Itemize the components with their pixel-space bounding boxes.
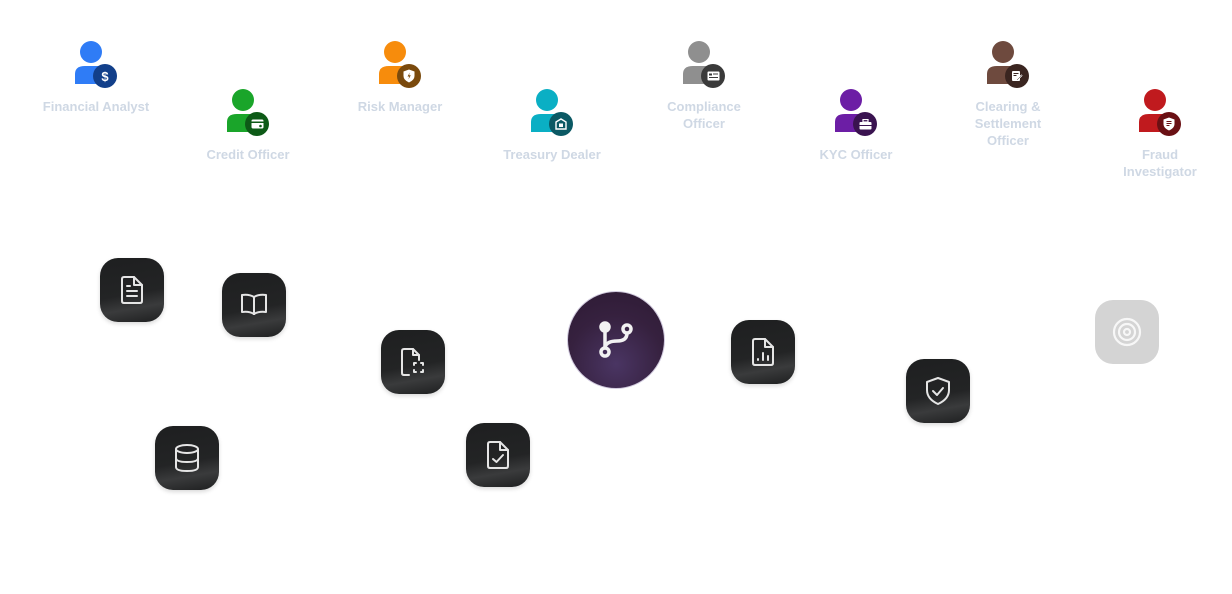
avatar [375,40,425,90]
bank-icon [549,112,573,136]
persona-label: KYC Officer [819,147,893,162]
tool-database[interactable] [155,426,219,490]
persona-label: Credit Officer [206,147,290,162]
persona-clearing-settlement-officer[interactable]: Clearing & Settlement Officer [943,40,1073,149]
persona-label: Fraud Investigator [1123,147,1197,179]
shield-doc-icon [1157,112,1181,136]
persona-credit-officer[interactable]: Credit Officer [183,88,313,163]
tool-target[interactable] [1095,300,1159,364]
tool-approval[interactable] [466,423,530,487]
persona-compliance-officer[interactable]: Compliance Officer [639,40,769,132]
avatar: $ [71,40,121,90]
persona-label: Clearing & Settlement Officer [974,99,1042,148]
avatar [223,88,273,138]
persona-kyc-officer[interactable]: KYC Officer [791,88,921,163]
file-check-icon [487,441,509,469]
tool-document[interactable] [100,258,164,322]
persona-risk-manager[interactable]: Risk Manager [335,40,465,115]
file-text-icon [121,276,143,304]
tool-knowledge-base[interactable] [222,273,286,337]
dollar-icon: $ [93,64,117,88]
file-scan-icon [401,348,424,376]
persona-fraud-investigator[interactable]: Fraud Investigator [1095,88,1225,180]
avatar [831,88,881,138]
avatar [527,88,577,138]
persona-label: Compliance Officer [667,99,741,131]
id-card-icon [701,64,725,88]
credit-card-icon [245,112,269,136]
persona-label: Financial Analyst [42,99,150,114]
tool-document-scan[interactable] [381,330,445,394]
database-icon [175,444,199,473]
book-open-icon [241,293,267,315]
avatar [983,40,1033,90]
shield-bolt-icon [397,64,421,88]
edit-doc-icon [1005,64,1029,88]
persona-label: Treasury Dealer [503,147,601,162]
tool-report[interactable] [731,320,795,384]
file-chart-icon [752,338,774,366]
tool-security[interactable] [906,359,970,423]
git-branch-icon [599,321,633,358]
target-icon [1112,317,1142,347]
persona-financial-analyst[interactable]: $ Financial Analyst [31,40,161,115]
persona-label: Risk Manager [357,99,443,114]
hub-workflow-router[interactable] [568,292,664,388]
persona-treasury-dealer[interactable]: Treasury Dealer [487,88,617,163]
avatar [1135,88,1185,138]
shield-check-icon [926,377,950,405]
briefcase-icon [853,112,877,136]
avatar [679,40,729,90]
